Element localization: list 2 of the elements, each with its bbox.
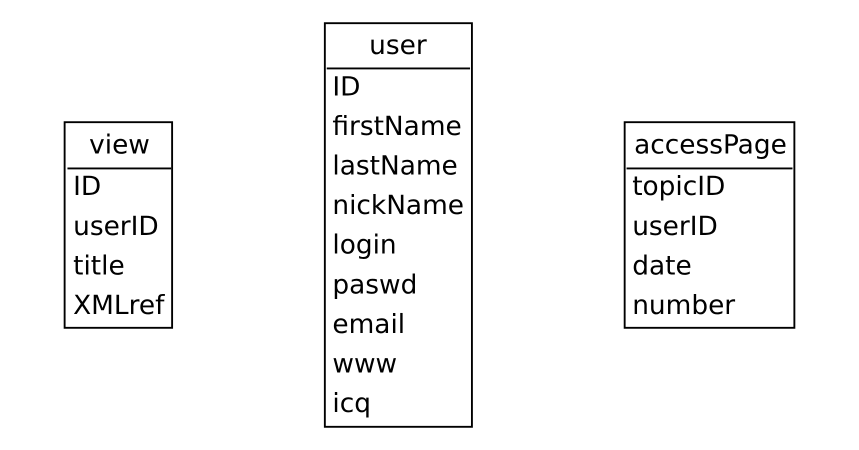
node-box: accessPage topicID userID date number: [624, 121, 796, 329]
node-box: user ID firstName lastName nickName login paswd email www icq: [324, 22, 473, 428]
